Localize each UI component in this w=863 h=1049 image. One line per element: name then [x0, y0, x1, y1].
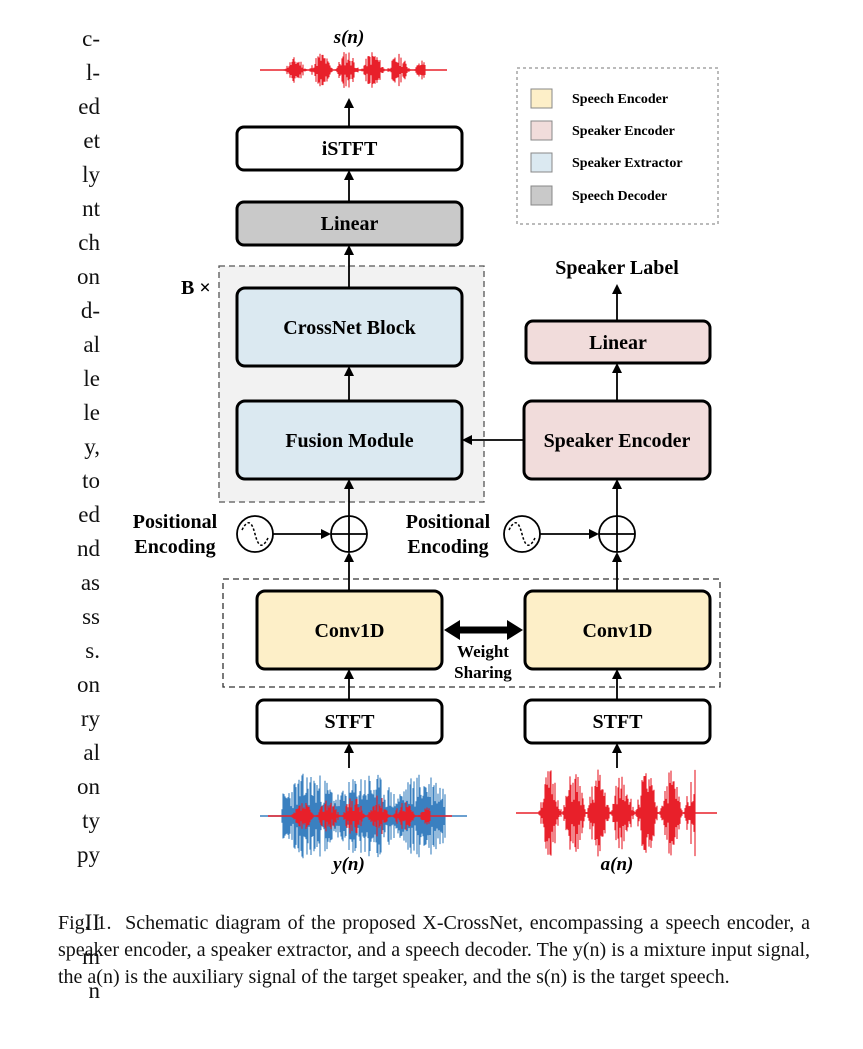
left-column-fragment: to — [82, 468, 100, 493]
left-column-fragment: py — [77, 842, 100, 867]
left-column-fragment: ry — [80, 706, 100, 731]
left-column-fragment: et — [83, 128, 100, 153]
svg-text:Speaker Encoder: Speaker Encoder — [544, 430, 691, 452]
weight-sharing-arrow — [444, 620, 523, 640]
fusion-module-box: Fusion Module — [235, 399, 464, 481]
left-column-fragment: c- — [82, 26, 100, 51]
positional-encoding-right-label-line1: Positional — [406, 511, 491, 533]
left-column-fragment: on — [77, 264, 100, 289]
caption-prefix: Fig. 1. — [58, 912, 112, 934]
auxiliary-signal-label: a(n) — [601, 854, 634, 875]
flow-arrows — [273, 98, 622, 768]
adder-left-icon — [330, 515, 368, 553]
svg-text:Speech Decoder: Speech Decoder — [572, 189, 667, 204]
weight-sharing-region — [222, 578, 721, 688]
istft-box: iSTFT — [235, 125, 464, 172]
positional-encoding-left-icon — [236, 515, 274, 553]
left-column-fragment: ty — [82, 808, 100, 833]
positional-encoding-right-label-line2: Encoding — [407, 536, 488, 558]
legend-item-speaker-extractor: Speaker Extractor — [530, 152, 683, 173]
left-column-fragment: y, — [84, 434, 100, 459]
mixture-signal-label: y(n) — [331, 854, 365, 875]
svg-text:iSTFT: iSTFT — [322, 138, 378, 160]
legend-item-speech-encoder: Speech Encoder — [530, 88, 668, 109]
svg-text:Linear: Linear — [321, 213, 379, 235]
stft-left-box: STFT — [255, 698, 444, 745]
left-column-fragment: on — [77, 774, 100, 799]
legend: Speech Encoder Speaker Encoder Speaker E… — [516, 67, 719, 225]
speaker-label: Speaker Label — [555, 257, 679, 279]
stft-right-box: STFT — [523, 698, 712, 745]
crossnet-block-box: CrossNet Block — [235, 286, 464, 368]
output-signal-label: s(n) — [333, 27, 365, 48]
legend-item-speech-decoder: Speech Decoder — [530, 185, 667, 206]
weight-sharing-label-line1: Weight — [457, 642, 509, 661]
svg-text:Fusion Module: Fusion Module — [285, 430, 413, 452]
speaker-linear-box: Linear — [524, 319, 712, 365]
left-column-fragment: ch — [78, 230, 100, 255]
left-column-fragment: ed — [78, 94, 100, 119]
left-column-fragment: le — [83, 366, 100, 391]
left-column-fragment: nd — [77, 536, 100, 561]
svg-text:CrossNet Block: CrossNet Block — [283, 317, 416, 339]
architecture-diagram: s(n) y(n) a(n) B × iSTFT Linear CrossNet… — [133, 27, 721, 875]
svg-text:Conv1D: Conv1D — [582, 620, 652, 642]
positional-encoding-left-label-line2: Encoding — [134, 536, 215, 558]
svg-text:Speaker Encoder: Speaker Encoder — [572, 124, 675, 139]
weight-sharing-label-line2: Sharing — [454, 663, 512, 682]
left-column-fragment: le — [83, 400, 100, 425]
caption-text: Schematic diagram of the proposed X-Cros… — [58, 912, 810, 988]
speaker-encoder-box: Speaker Encoder — [522, 399, 712, 481]
left-column-fragment: d- — [80, 298, 100, 323]
auxiliary-waveform — [516, 769, 717, 857]
left-column-fragment: s. — [85, 638, 100, 663]
positional-encoding-right-icon — [503, 515, 541, 553]
svg-text:STFT: STFT — [592, 711, 643, 733]
mixture-waveform — [260, 773, 467, 859]
left-column-fragment: m — [82, 944, 100, 969]
left-column-fragment: ss — [82, 604, 100, 629]
conv1d-right-box: Conv1D — [523, 589, 712, 671]
left-column-fragment: n — [88, 978, 101, 1003]
figure-caption: Fig. 1. Schematic diagram of the propose… — [58, 910, 810, 991]
legend-item-speaker-encoder: Speaker Encoder — [530, 120, 675, 141]
conv1d-left-box: Conv1D — [255, 589, 444, 671]
left-column-fragment: al — [83, 740, 100, 765]
svg-text:STFT: STFT — [324, 711, 375, 733]
left-column-fragment: al — [83, 332, 100, 357]
repeat-label: B × — [181, 277, 211, 299]
svg-text:Speaker Extractor: Speaker Extractor — [572, 156, 683, 171]
positional-encoding-left-label-line1: Positional — [133, 511, 218, 533]
left-column-fragment: on — [77, 672, 100, 697]
svg-text:Speech Encoder: Speech Encoder — [572, 92, 668, 107]
left-column-fragment: nt — [82, 196, 100, 221]
svg-text:Linear: Linear — [589, 332, 647, 354]
left-column-fragment: ed — [78, 502, 100, 527]
output-waveform — [260, 52, 447, 88]
svg-text:Conv1D: Conv1D — [314, 620, 384, 642]
left-column-fragment: l- — [85, 60, 100, 85]
adder-right-icon — [598, 515, 636, 553]
left-column-fragment: as — [80, 570, 100, 595]
left-column-fragment: ly — [82, 162, 100, 187]
left-column-fragment: II — [84, 910, 100, 935]
decoder-linear-box: Linear — [235, 200, 464, 247]
